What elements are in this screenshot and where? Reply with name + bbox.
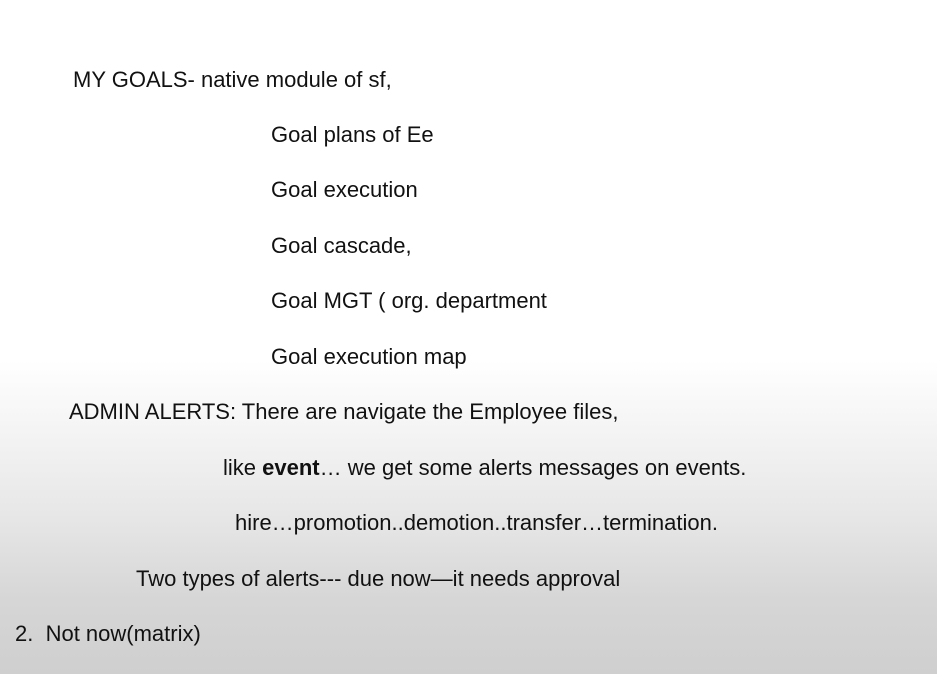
alert-types-line: Two types of alerts--- due now—it needs … (136, 566, 621, 591)
my-goals-heading: MY GOALS- native module of sf, (73, 67, 392, 92)
numbered-item-not-now: 2. Not now(matrix) (15, 621, 201, 646)
like-suffix-text: … we get some alerts messages on events. (319, 455, 747, 480)
goal-item-execution: Goal execution (271, 177, 418, 202)
event-types-line: hire…promotion..demotion..transfer…termi… (235, 510, 718, 535)
like-prefix-text: like (223, 455, 263, 480)
goal-item-plans: Goal plans of Ee (271, 122, 434, 147)
goal-item-mgt: Goal MGT ( org. department (271, 288, 547, 313)
admin-alerts-heading: ADMIN ALERTS: There are navigate the Emp… (69, 399, 619, 424)
goal-item-execution-map: Goal execution map (271, 344, 467, 369)
goal-item-cascade: Goal cascade, (271, 233, 412, 258)
alert-event-line: like event… we get some alerts messages … (223, 455, 746, 481)
event-word: event (262, 455, 320, 480)
